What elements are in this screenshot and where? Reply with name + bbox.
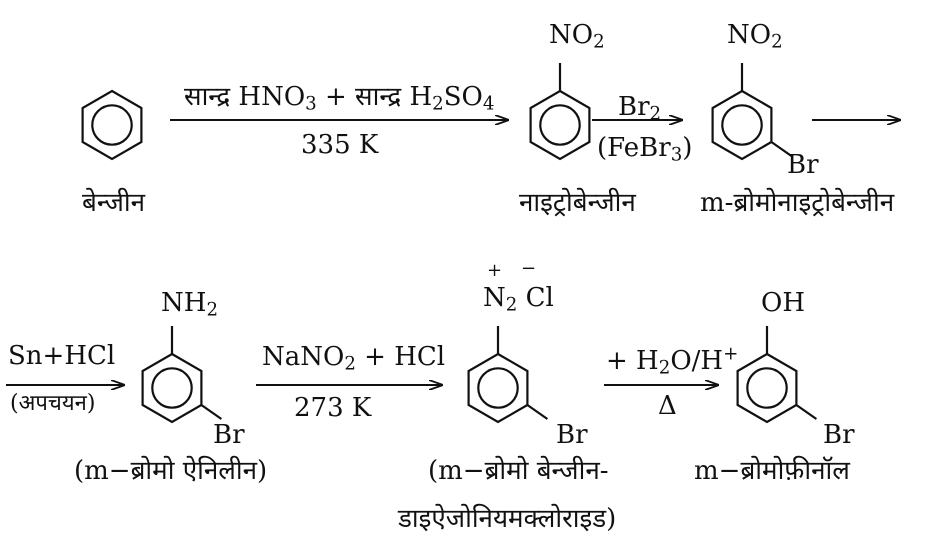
bromo-substituent-2: Br <box>213 420 245 450</box>
nitrobenzene-ring-hexagon <box>529 89 591 161</box>
m-bromoaniline-ring-aromatic-circle <box>151 367 193 409</box>
benzene-name: बेन्जीन <box>82 188 146 218</box>
benzene-ring-hexagon <box>81 89 143 161</box>
diazotization-temperature: 273 K <box>294 393 372 423</box>
nitro-group-label-2: NO2 <box>727 20 783 53</box>
m-bromophenol-meta-bond <box>795 404 818 420</box>
diazotization-reagents: NaNO2 + HCl <box>262 342 446 375</box>
amine-group-label: NH2 <box>161 288 219 321</box>
diazonium-meta-bond <box>526 404 549 420</box>
diazonium-ring-hexagon <box>467 352 529 424</box>
m-bromoaniline-ring-hexagon <box>141 352 203 424</box>
chloride-minus-charge: − <box>521 258 537 279</box>
heat-symbol: Δ <box>658 391 677 421</box>
m-bromoaniline-name: (m−ब्रोमो ऐनिलीन) <box>74 456 268 486</box>
reduction-condition: (अपचयन) <box>10 391 96 416</box>
m-bromoaniline-meta-bond <box>200 404 223 420</box>
nitrobenzene-ring-aromatic-circle <box>539 104 581 146</box>
benzene-ring-aromatic-circle <box>91 104 133 146</box>
m-bromonitrobenzene-ring-aromatic-circle <box>721 104 763 146</box>
diazonium-ring-aromatic-circle <box>477 367 519 409</box>
nitrobenzene-name: नाइट्रोबेन्जीन <box>519 188 636 218</box>
diazonium-group-label: N2 Cl <box>483 283 554 316</box>
bromination-reagent: Br2 <box>618 92 662 125</box>
diazonium-name-line1: (m−ब्रोमो बेन्जीन- <box>428 456 609 486</box>
m-bromonitrobenzene-name: m-ब्रोमोनाइट्रोबेन्जीन <box>700 188 895 218</box>
bromo-substituent-3: Br <box>556 420 588 450</box>
m-bromonitrobenzene-meta-bond <box>770 141 793 157</box>
m-bromophenol-name: m−ब्रोमोफ़ीनॉल <box>694 456 850 486</box>
reduction-reagent: Sn+HCl <box>8 341 116 371</box>
bromination-catalyst: (FeBr3) <box>597 133 693 166</box>
bromo-substituent-4: Br <box>823 420 855 450</box>
diazonium-name-line2: डाइऐजोनियमक्लोराइड) <box>398 504 617 534</box>
m-bromophenol-ring-hexagon <box>736 352 798 424</box>
nitration-reagents: सान्द्र HNO3 + सान्द्र H2SO4 <box>184 82 495 115</box>
diazonium-plus-charge: + <box>487 260 503 281</box>
nitro-group-label: NO2 <box>549 20 605 53</box>
m-bromophenol-ring-aromatic-circle <box>746 367 788 409</box>
m-bromonitrobenzene-ring-hexagon <box>711 89 773 161</box>
hydrolysis-reagents: + H2O/H+ <box>606 343 739 379</box>
nitration-temperature: 335 K <box>301 130 379 160</box>
bromo-substituent-1: Br <box>787 150 819 180</box>
hydroxyl-group-label: OH <box>761 288 805 318</box>
